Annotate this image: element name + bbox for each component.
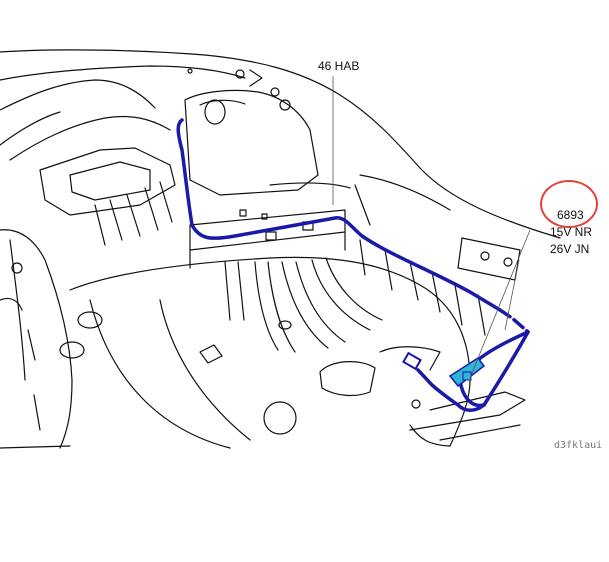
reference-number: 6893 bbox=[557, 208, 584, 222]
leader-lines bbox=[332, 76, 531, 379]
image-code: d3fklaui bbox=[554, 440, 603, 451]
connector-main bbox=[448, 356, 486, 388]
vehicle-body-outline bbox=[0, 49, 561, 449]
part-label-46-hab: 46 HAB bbox=[318, 59, 360, 73]
harness-connectors bbox=[402, 351, 486, 388]
connector-label-1: 15V NR bbox=[550, 225, 593, 239]
highlight-ring bbox=[540, 180, 598, 228]
connector-secondary bbox=[402, 351, 422, 371]
connector-label-2: 26V JN bbox=[550, 242, 590, 256]
